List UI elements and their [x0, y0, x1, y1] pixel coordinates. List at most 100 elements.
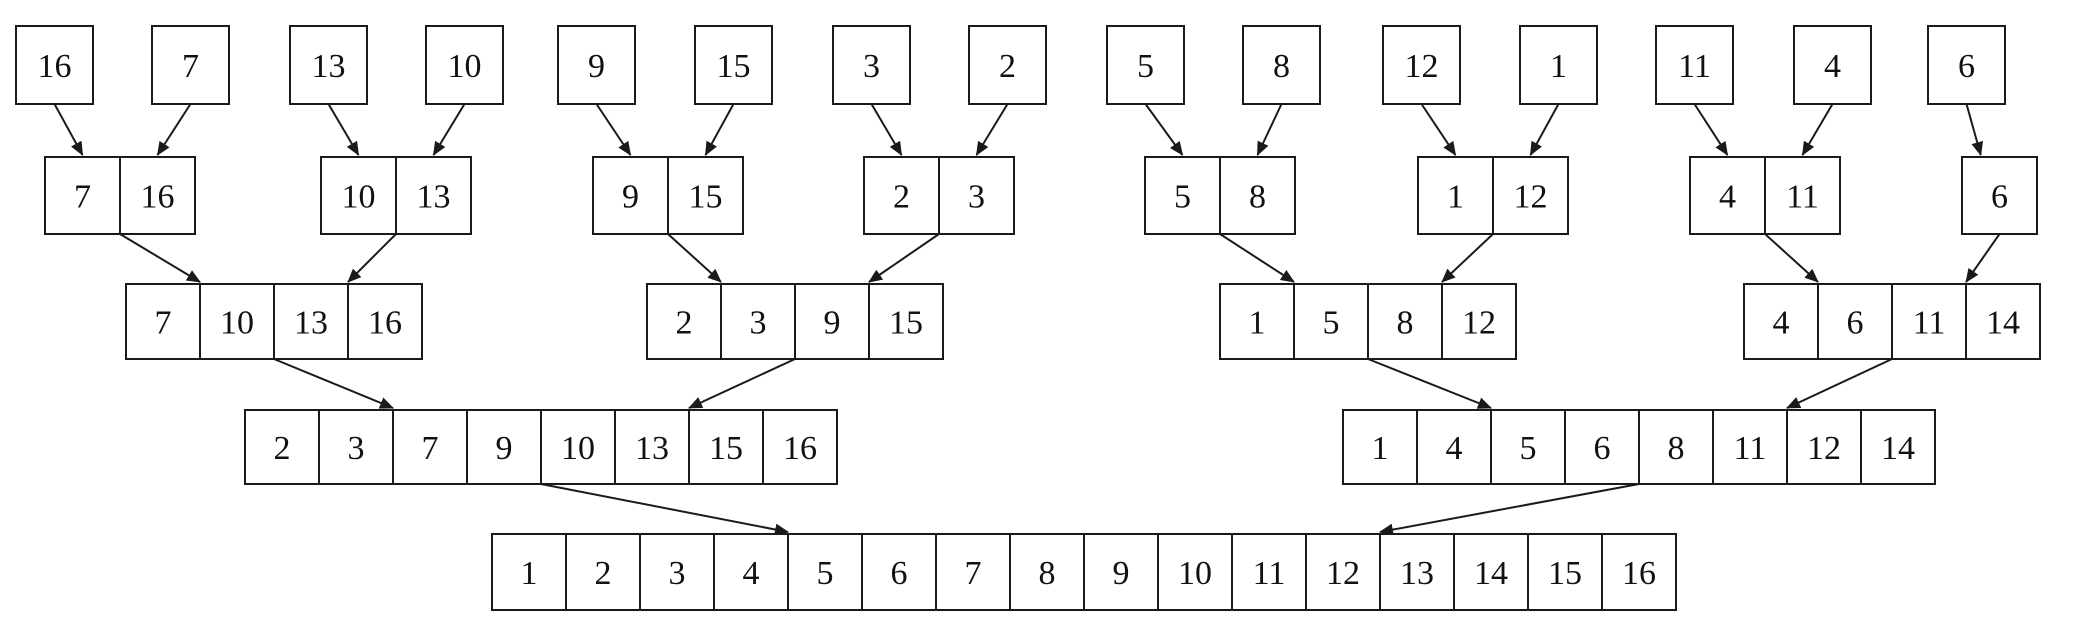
cell-value: 1 [1550, 48, 1567, 85]
merge-arrow [1367, 358, 1492, 409]
level-1-group: 1 [1519, 25, 1598, 105]
array-cell [1293, 283, 1369, 360]
array-cell [938, 156, 1015, 235]
cell-value: 13 [312, 48, 346, 85]
merge-arrow [1764, 233, 1819, 283]
cell-value: 7 [74, 179, 91, 216]
cell-value: 5 [1137, 48, 1154, 85]
cell-value: 14 [1881, 430, 1915, 467]
cell-value: 11 [1734, 430, 1767, 467]
merge-arrow [975, 103, 1009, 156]
cell-value: 6 [1958, 48, 1975, 85]
cell-value: 8 [1249, 179, 1266, 216]
array-cell [1638, 409, 1714, 485]
cell-value: 4 [1446, 430, 1463, 467]
merge-arrow [347, 233, 397, 283]
cell-value: 8 [1668, 430, 1685, 467]
array-cell [557, 25, 636, 105]
array-cell [713, 533, 789, 611]
merge-arrow [868, 233, 940, 283]
cell-value: 12 [1462, 305, 1496, 342]
merge-arrow [1441, 233, 1494, 283]
cell-value: 5 [817, 555, 834, 592]
array-cell [1655, 25, 1734, 105]
merge-arrow [273, 358, 394, 409]
level-1-group: 8 [1242, 25, 1321, 105]
array-cell [491, 533, 567, 611]
cell-value: 9 [824, 305, 841, 342]
cell-value: 8 [1397, 305, 1414, 342]
cell-value: 4 [1719, 179, 1736, 216]
cell-value: 13 [1400, 555, 1434, 592]
array-cell [694, 25, 773, 105]
cell-value: 9 [622, 179, 639, 216]
cell-value: 2 [274, 430, 291, 467]
cell-value: 1 [1372, 430, 1389, 467]
array-cell [1793, 25, 1872, 105]
cell-value: 15 [689, 179, 723, 216]
array-cell [1157, 533, 1233, 611]
cell-value: 10 [561, 430, 595, 467]
cell-value: 13 [635, 430, 669, 467]
cell-value: 6 [1594, 430, 1611, 467]
merge-arrow [1965, 233, 2001, 283]
level-1-group: 16 [15, 25, 94, 105]
level-1-group: 12 [1382, 25, 1461, 105]
merge-arrow [1144, 103, 1184, 156]
cell-value: 11 [1913, 305, 1946, 342]
level-1-group: 15 [694, 25, 773, 105]
cell-value: 4 [1773, 305, 1790, 342]
array-cell [1219, 156, 1296, 235]
cell-value: 15 [889, 305, 923, 342]
cell-value: 7 [182, 48, 199, 85]
array-cell [1601, 533, 1677, 611]
cell-value: 10 [342, 179, 376, 216]
cell-value: 5 [1520, 430, 1537, 467]
array-cell [1492, 156, 1569, 235]
array-cell [1219, 283, 1295, 360]
cell-value: 4 [743, 555, 760, 592]
cell-value: 3 [750, 305, 767, 342]
level-1-group: 5 [1106, 25, 1185, 105]
cell-value: 11 [1678, 48, 1711, 85]
array-cell [667, 156, 744, 235]
cell-value: 16 [368, 305, 402, 342]
array-cell [1009, 533, 1085, 611]
cell-value: 8 [1039, 555, 1056, 592]
cell-value: 3 [669, 555, 686, 592]
cell-value: 3 [863, 48, 880, 85]
cell-value: 7 [965, 555, 982, 592]
array-cell [151, 25, 230, 105]
array-cell [1441, 283, 1517, 360]
array-cell [1860, 409, 1936, 485]
array-cell [15, 25, 94, 105]
merge-arrow [1379, 483, 1640, 536]
array-cell [688, 409, 764, 485]
merge-arrow [667, 233, 722, 283]
cell-value: 12 [1405, 48, 1439, 85]
cell-value: 14 [1474, 555, 1508, 592]
cell-value: 9 [496, 430, 513, 467]
array-cell [1379, 533, 1455, 611]
cell-value: 12 [1326, 555, 1360, 592]
cell-value: 9 [1113, 555, 1130, 592]
merge-arrow [432, 103, 466, 156]
merge-arrow [1693, 103, 1729, 156]
merge-arrow [1219, 233, 1295, 283]
cell-value: 10 [448, 48, 482, 85]
array-cell [289, 25, 368, 105]
array-cell [1305, 533, 1381, 611]
cell-value: 7 [422, 430, 439, 467]
cell-value: 10 [1178, 555, 1212, 592]
merge-arrow [540, 483, 789, 536]
cell-value: 14 [1986, 305, 2020, 342]
